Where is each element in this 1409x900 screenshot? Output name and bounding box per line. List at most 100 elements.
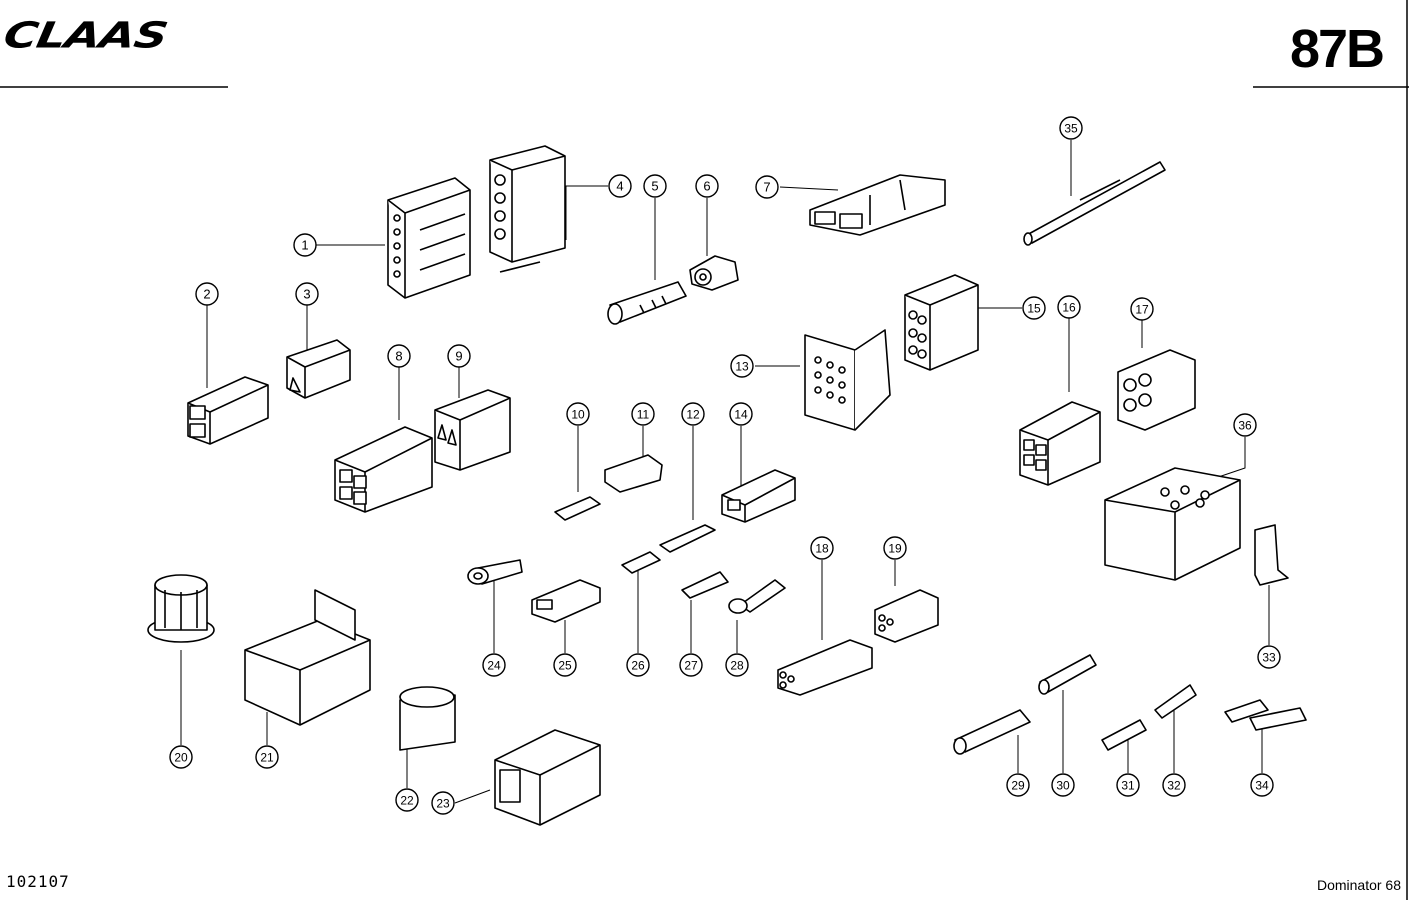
callout-circle [566, 402, 590, 426]
part-19-drawing [874, 589, 939, 643]
callout-label: 13 [735, 360, 749, 374]
callout-circle [1022, 296, 1046, 320]
callout-label: 28 [730, 659, 744, 673]
callout-15: 15 [1022, 296, 1046, 320]
callout-5: 5 [643, 174, 667, 198]
callout-label: 11 [637, 408, 650, 422]
callout-label: 14 [734, 408, 748, 422]
callout-circle [1006, 773, 1030, 797]
callout-14: 14 [729, 402, 753, 426]
callout-22: 22 [395, 788, 419, 812]
callout-circle [395, 788, 419, 812]
callout-31: 31 [1116, 773, 1140, 797]
callout-label: 27 [684, 659, 698, 673]
callout-label: 33 [1262, 651, 1276, 665]
callout-30: 30 [1051, 773, 1075, 797]
callout-circle [195, 282, 219, 306]
document-number: 102107 [6, 872, 70, 891]
part-6-drawing [689, 255, 739, 291]
callout-17: 17 [1130, 297, 1154, 321]
callout-circle [293, 233, 317, 257]
callout-circle [810, 536, 834, 560]
callout-circle [1116, 773, 1140, 797]
callout-1: 1 [293, 233, 317, 257]
part-27-drawing [681, 571, 729, 599]
callout-20: 20 [169, 745, 193, 769]
callout-circle [553, 653, 577, 677]
callout-label: 9 [455, 349, 462, 364]
part-36-drawing [1104, 467, 1241, 581]
callout-circle [730, 354, 754, 378]
part-8-drawing [334, 426, 433, 513]
part-11-drawing [604, 454, 663, 493]
callout-label: 10 [571, 408, 585, 422]
callout-24: 24 [482, 653, 506, 677]
callout-circle [169, 745, 193, 769]
callout-label: 18 [815, 542, 829, 556]
callout-circle [608, 174, 632, 198]
callout-label: 1 [301, 238, 308, 253]
callout-8: 8 [387, 344, 411, 368]
page-code: 87B [1289, 19, 1385, 79]
callout-11: 11 [631, 402, 655, 426]
callout-33: 33 [1257, 645, 1281, 669]
callout-23: 23 [431, 791, 455, 815]
part-17-drawing [1117, 349, 1196, 431]
part-23-drawing [494, 729, 601, 826]
callout-circle [1057, 295, 1081, 319]
part-32-drawing [1154, 684, 1197, 719]
part-drawings [147, 145, 1307, 826]
callout-label: 25 [558, 659, 572, 673]
callout-circle [1257, 645, 1281, 669]
callout-circle [725, 653, 749, 677]
callout-3: 3 [295, 282, 319, 306]
callout-29: 29 [1006, 773, 1030, 797]
part-34-drawing [1224, 699, 1307, 731]
callout-circle [1059, 116, 1083, 140]
callout-label: 19 [888, 542, 902, 556]
callout-label: 22 [400, 794, 414, 808]
callout-circle [387, 344, 411, 368]
callout-32: 32 [1162, 773, 1186, 797]
callout-circle [883, 536, 907, 560]
part-15-drawing [904, 274, 979, 371]
callout-label: 8 [395, 349, 402, 364]
part-31-drawing [1101, 719, 1147, 751]
callout-circle [631, 402, 655, 426]
callout-label: 16 [1062, 301, 1076, 315]
part-22-drawing [399, 686, 456, 751]
callout-label: 5 [651, 179, 658, 194]
callout-16: 16 [1057, 295, 1081, 319]
callout-19: 19 [883, 536, 907, 560]
callout-13: 13 [730, 354, 754, 378]
callout-label: 24 [487, 659, 501, 673]
callout-label: 4 [616, 179, 623, 194]
callout-circle [1130, 297, 1154, 321]
model-name: Dominator 68 [1316, 877, 1401, 893]
callout-label: 7 [763, 180, 770, 195]
callout-label: 36 [1238, 419, 1252, 433]
part-4-drawing [489, 145, 566, 273]
callout-circle [1250, 773, 1274, 797]
part-18-drawing [777, 639, 873, 696]
part-26-drawing [621, 551, 661, 574]
callout-label: 20 [174, 751, 188, 765]
callout-7: 7 [755, 175, 779, 199]
callout-35: 35 [1059, 116, 1083, 140]
callout-label: 26 [631, 659, 645, 673]
callout-circle [626, 653, 650, 677]
callout-label: 35 [1064, 122, 1078, 136]
callout-circle [695, 174, 719, 198]
callout-circle [431, 791, 455, 815]
callout-2: 2 [195, 282, 219, 306]
callout-circle [729, 402, 753, 426]
callout-circle [679, 653, 703, 677]
part-3-drawing [286, 339, 351, 399]
callout-9: 9 [447, 344, 471, 368]
callout-circle [255, 745, 279, 769]
part-28-drawing [728, 579, 786, 614]
part-1-drawing [387, 177, 471, 299]
callout-label: 31 [1121, 779, 1135, 793]
callout-36: 36 [1233, 413, 1257, 437]
